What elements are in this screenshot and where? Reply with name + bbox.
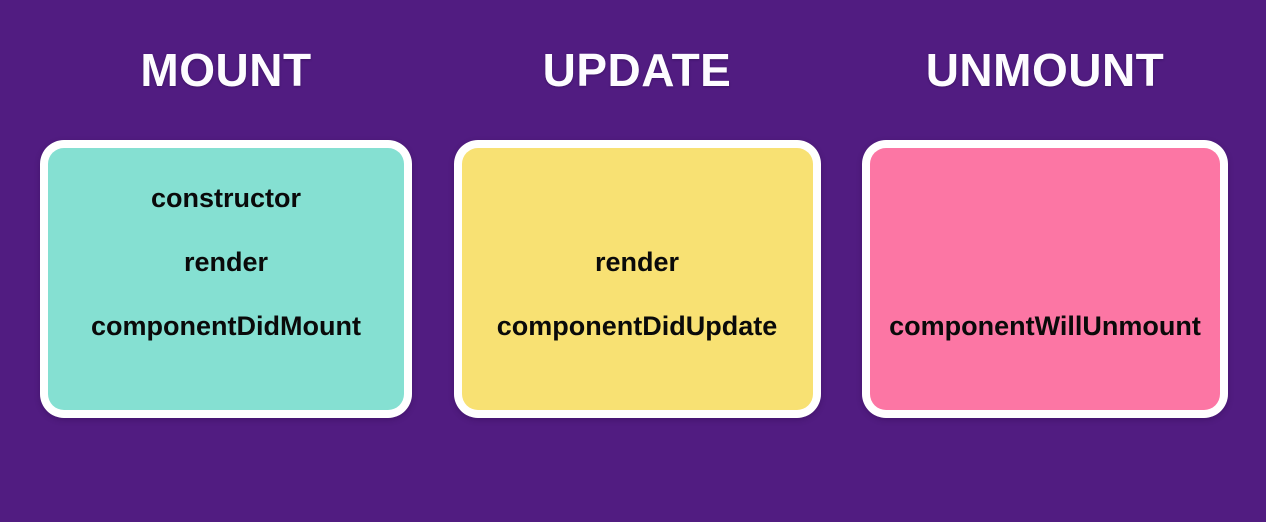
phase-column-mount: MOUNT constructor render componentDidMou…: [40, 0, 412, 418]
phase-column-update: UPDATE render componentDidUpdate: [453, 0, 821, 418]
phase-card-body-unmount: componentWillUnmount: [870, 148, 1220, 410]
lifecycle-method: constructor: [150, 183, 302, 213]
phase-heading-mount: MOUNT: [140, 44, 312, 96]
lifecycle-method: componentWillUnmount: [889, 311, 1201, 341]
lifecycle-method: componentDidMount: [91, 311, 361, 341]
phase-card-body-mount: constructor render componentDidMount: [48, 148, 404, 410]
phase-heading-unmount: UNMOUNT: [925, 44, 1165, 96]
phase-column-unmount: UNMOUNT componentWillUnmount: [862, 0, 1228, 418]
phase-heading-update: UPDATE: [542, 44, 732, 96]
phase-card-body-update: render componentDidUpdate: [461, 148, 813, 410]
phase-card-update: render componentDidUpdate: [453, 140, 821, 418]
lifecycle-method: render: [183, 247, 269, 277]
phase-columns: MOUNT constructor render componentDidMou…: [40, 0, 1228, 522]
phase-card-mount: constructor render componentDidMount: [40, 140, 412, 418]
lifecycle-method: componentDidUpdate: [496, 311, 778, 341]
phase-card-unmount: componentWillUnmount: [862, 140, 1228, 418]
lifecycle-method: render: [594, 247, 680, 277]
